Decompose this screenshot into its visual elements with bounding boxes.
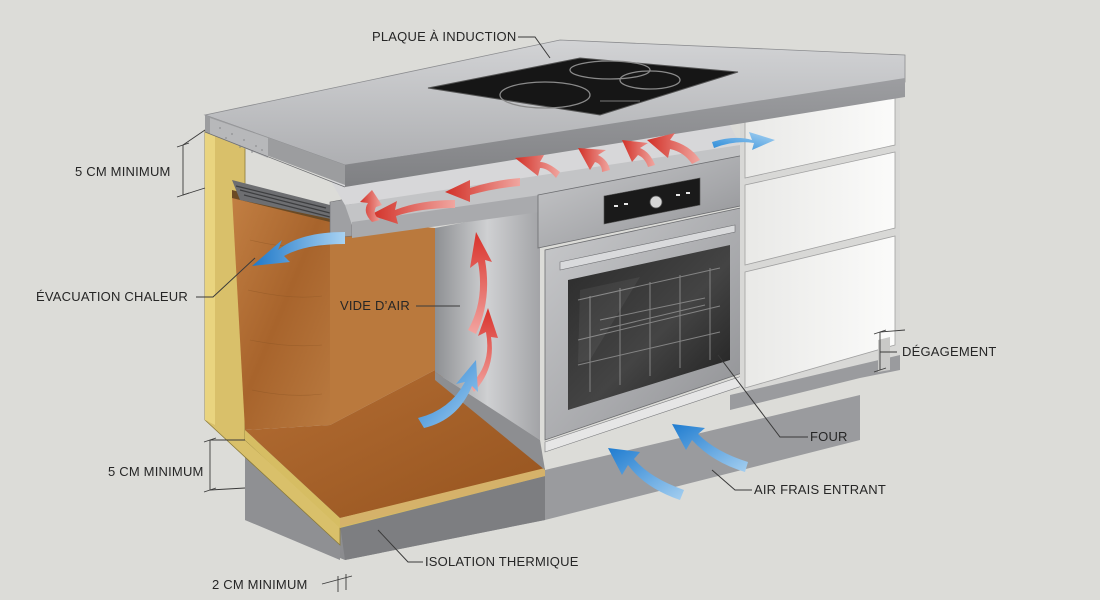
label-heat-exhaust: ÉVACUATION CHALEUR <box>36 289 188 304</box>
blue-fresh-air-arrow <box>418 360 478 428</box>
label-oven: FOUR <box>810 429 848 444</box>
label-base-gap: 2 CM MINIMUM <box>212 577 308 592</box>
red-hot-air-arrow <box>468 232 498 392</box>
oven <box>537 154 746 453</box>
label-top-gap: 5 CM MINIMUM <box>75 164 171 179</box>
blue-fresh-air-arrow <box>608 424 748 500</box>
induction-hob <box>427 57 739 116</box>
label-bottom-gap: 5 CM MINIMUM <box>108 464 204 479</box>
label-insulation: ISOLATION THERMIQUE <box>425 554 579 569</box>
label-air-gap: VIDE D’AIR <box>340 298 410 313</box>
label-induction-hob: PLAQUE À INDUCTION <box>372 29 517 44</box>
airflow <box>252 132 775 500</box>
leader-lines <box>196 36 897 563</box>
label-fresh-air: AIR FRAIS ENTRANT <box>754 482 886 497</box>
blue-fresh-air-arrow <box>712 132 775 150</box>
blue-fresh-air-arrow <box>252 232 345 266</box>
red-hot-air-arrow <box>360 133 700 224</box>
label-clearance: DÉGAGEMENT <box>902 344 997 359</box>
dimension-markers <box>176 129 906 592</box>
drawer-unit <box>730 82 900 410</box>
